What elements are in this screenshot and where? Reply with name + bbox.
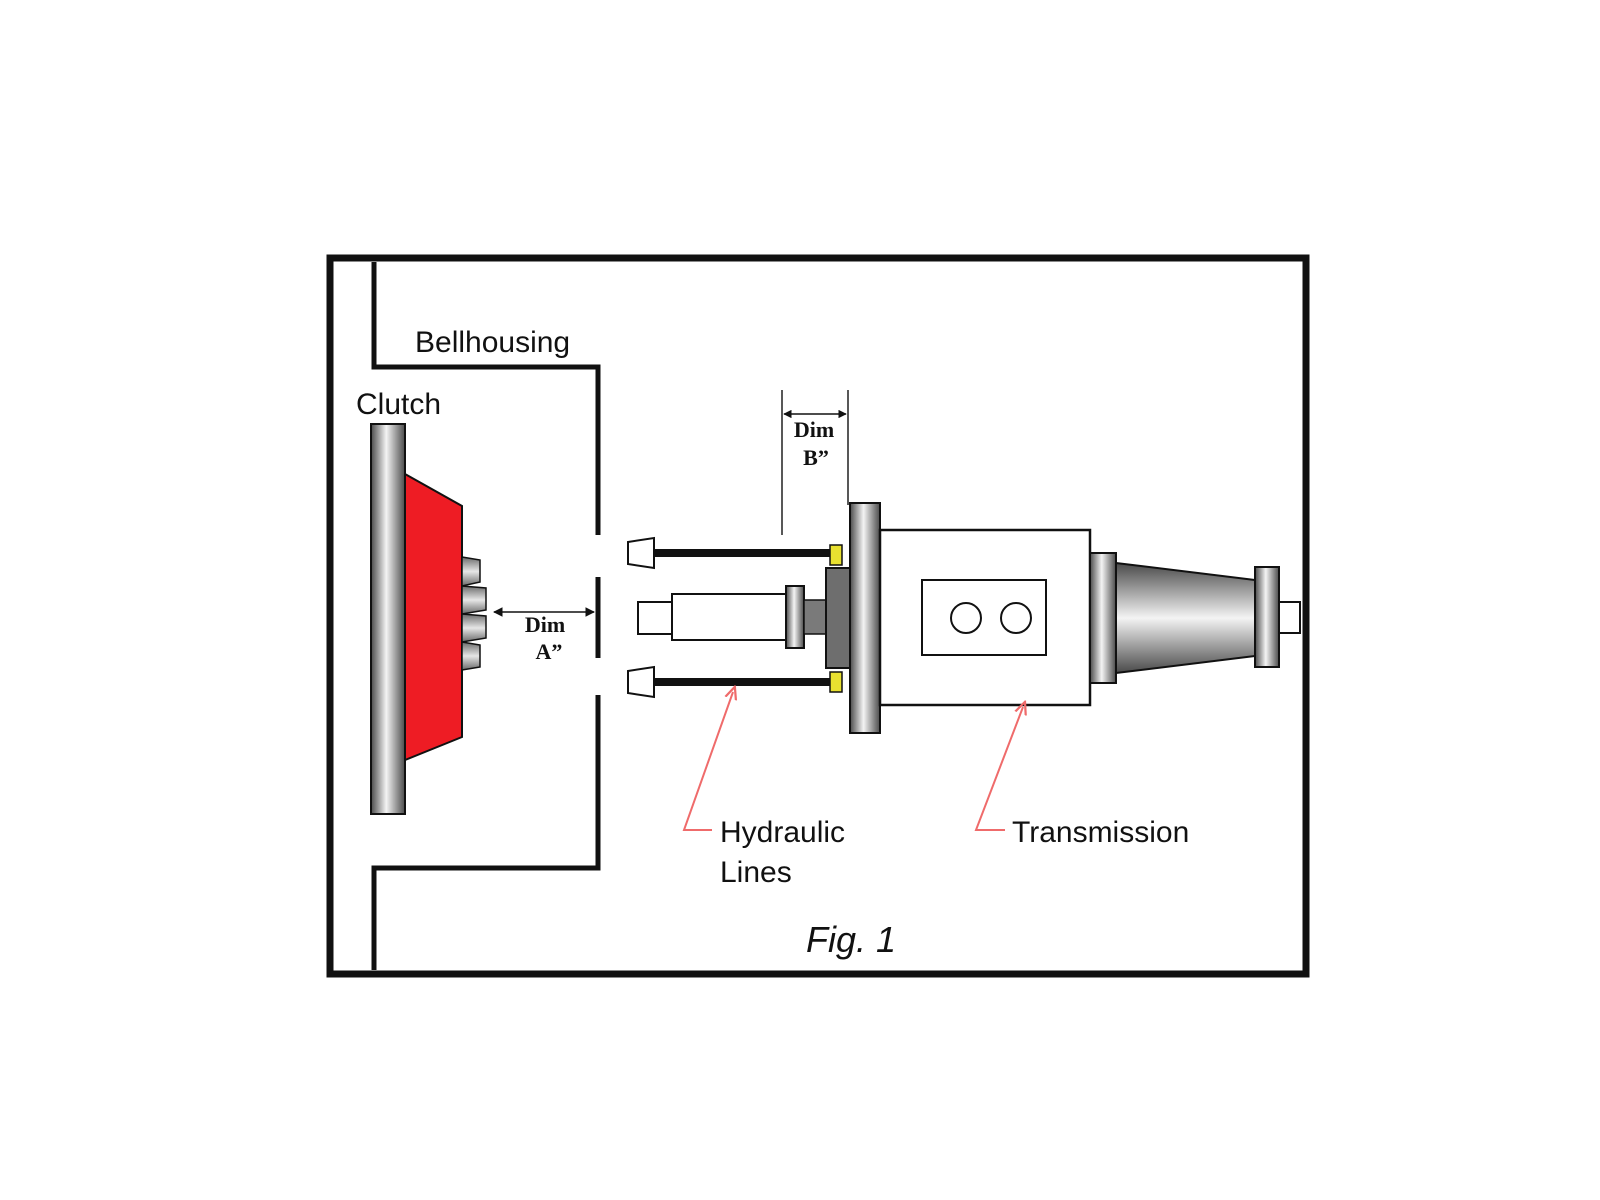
outer-frame bbox=[326, 254, 1310, 978]
dim-b-label-line1: Dim bbox=[794, 417, 834, 442]
hydraulic-fitting-lower bbox=[627, 665, 655, 699]
bearing-collar bbox=[785, 585, 805, 649]
pressure-plate-finger bbox=[461, 556, 481, 587]
output-shaft bbox=[1278, 601, 1301, 634]
input-shaft-tip bbox=[637, 601, 673, 635]
transmission-case bbox=[878, 528, 1092, 707]
hydraulic-lines bbox=[627, 536, 843, 699]
bearing-ring-upper bbox=[829, 544, 843, 566]
pressure-plate-finger bbox=[461, 641, 481, 671]
dim-a-label-line2: A” bbox=[536, 639, 563, 664]
release-bearing bbox=[637, 567, 855, 669]
flywheel bbox=[370, 423, 406, 815]
bearing-ring-lower bbox=[829, 671, 843, 693]
dim-b-dimension: Dim B” bbox=[781, 390, 849, 535]
transmission-front-plate bbox=[849, 502, 881, 734]
clutch-assembly bbox=[370, 423, 487, 815]
shifter-hole-right bbox=[1000, 602, 1032, 634]
input-shaft bbox=[671, 593, 788, 641]
clutch-disc bbox=[404, 472, 463, 762]
dim-b-label-line2: B” bbox=[803, 445, 829, 470]
transmission-callout-arrow bbox=[974, 707, 1023, 831]
tailhousing-collar bbox=[1089, 552, 1117, 684]
hydraulic-lines-label-line1: Hydraulic bbox=[720, 816, 845, 849]
transmission-label: Transmission bbox=[1012, 816, 1189, 849]
output-flange bbox=[1254, 566, 1280, 668]
hydraulic-lines-label-line2: Lines bbox=[720, 856, 792, 889]
dim-a-dimension: Dim A” bbox=[493, 607, 595, 664]
hydraulic-fitting-upper bbox=[627, 536, 655, 570]
bellhousing-label: Bellhousing bbox=[415, 326, 570, 359]
tailhousing-cone bbox=[1115, 561, 1256, 675]
dim-a-label-line1: Dim bbox=[525, 612, 565, 637]
figure-caption: Fig. 1 bbox=[806, 919, 896, 960]
pressure-plate-finger bbox=[461, 585, 487, 615]
hydraulic-callout-arrow bbox=[682, 692, 733, 831]
transmission bbox=[849, 502, 1301, 734]
pressure-plate-finger bbox=[461, 613, 487, 643]
shifter-hole-left bbox=[950, 602, 982, 634]
clutch-label: Clutch bbox=[356, 388, 441, 421]
bellhousing-outline bbox=[371, 262, 601, 970]
